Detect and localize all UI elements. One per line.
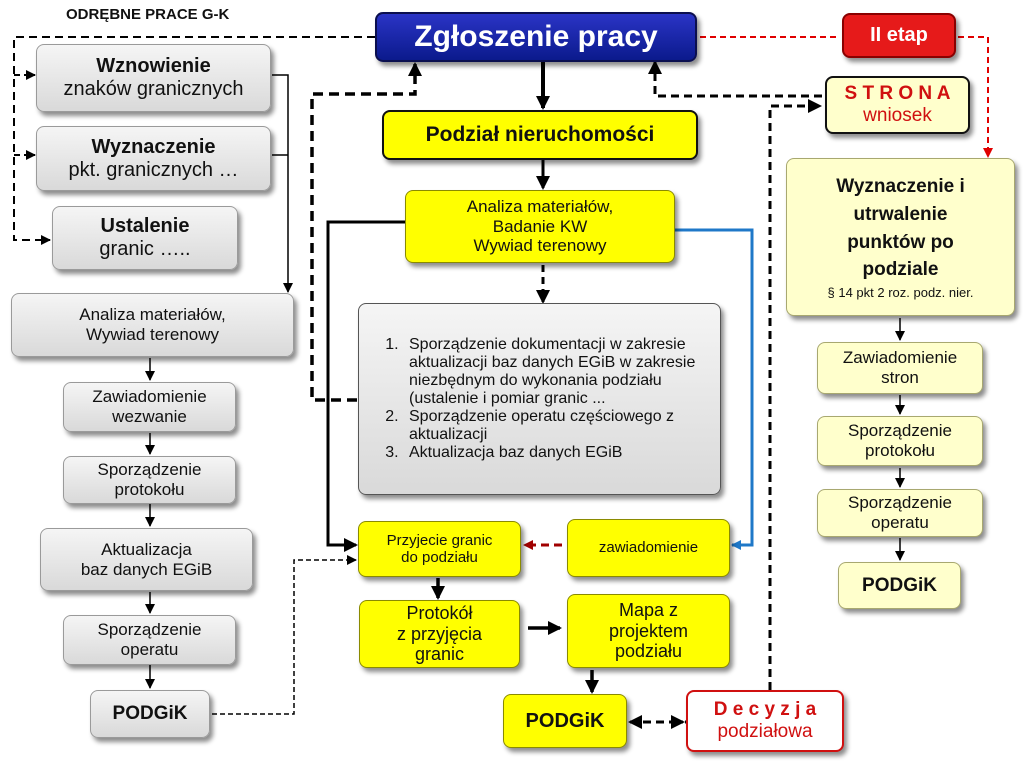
wznowienie-box: Wznowienie znaków granicznych <box>36 44 271 112</box>
strona-sub: wniosek <box>863 105 932 126</box>
right-wyznaczenie-label: Wyznaczenie i utrwalenie punktów po podz… <box>836 176 965 281</box>
strona-title: S T R O N A <box>844 83 951 105</box>
podzial-box: Podział nieruchomości <box>382 110 698 160</box>
connector-analiza-przyjecie <box>326 220 405 552</box>
right-zawiadomienie-box: Zawiadomienie stron <box>817 342 983 394</box>
center-analiza-box: Analiza materiałów, Badanie KW Wywiad te… <box>405 190 675 263</box>
steps-list: Sporządzenie dokumentacji w zakresie akt… <box>359 336 720 461</box>
right-operat-box: Sporządzenie operatu <box>817 489 983 537</box>
przyjecie-label: Przyjecie granic do podziału <box>386 531 493 566</box>
left-zawiadomienie-box: Zawiadomienie wezwanie <box>63 382 236 432</box>
right-protokol-box: Sporządzenie protokołu <box>817 416 983 466</box>
steps-box: Sporządzenie dokumentacji w zakresie akt… <box>358 303 721 495</box>
left-protokol-box: Sporządzenie protokołu <box>63 456 236 504</box>
center-protokol-box: Protokół z przyjęcia granic <box>359 600 520 668</box>
etap-label: II etap <box>870 24 928 46</box>
center-zawiadomienie-label: zawiadomienie <box>598 539 699 557</box>
left-operat-box: Sporządzenie operatu <box>63 615 236 665</box>
wznowienie-sub: znaków granicznych <box>63 78 244 100</box>
right-podgik-label: PODGiK <box>862 574 937 596</box>
connector-steps-zgloszenie <box>310 62 422 402</box>
center-analiza-label: Analiza materiałów, Badanie KW Wywiad te… <box>466 197 614 256</box>
wyznaczenie-sub: pkt. granicznych … <box>68 158 239 181</box>
decyzja-title: D e c y z j a <box>713 699 817 721</box>
przyjecie-box: Przyjecie granic do podziału <box>358 521 521 577</box>
decyzja-sub: podziałowa <box>717 721 813 742</box>
strona-box: S T R O N A wniosek <box>825 76 970 134</box>
connector-podgik-przyjecie <box>212 555 357 715</box>
right-podgik-box: PODGiK <box>838 562 961 609</box>
mapa-box: Mapa z projektem podziału <box>567 594 730 668</box>
connector-strona-zgloszenie <box>648 60 822 98</box>
left-protokol-label: Sporządzenie protokołu <box>97 460 202 499</box>
step-2: Sporządzenie operatu częściowego z aktua… <box>403 408 720 444</box>
left-analiza-label: Analiza materiałów, Wywiad terenowy <box>79 305 226 344</box>
wznowienie-title: Wznowienie <box>96 55 211 77</box>
ustalenie-box: Ustalenie granic ….. <box>52 206 238 270</box>
decyzja-box: D e c y z j a podziałowa <box>686 690 844 752</box>
ustalenie-title: Ustalenie <box>100 215 190 237</box>
header-label: ODRĘBNE PRACE G-K <box>66 6 230 23</box>
center-podgik-box: PODGiK <box>503 694 627 748</box>
connector-blue <box>675 228 754 550</box>
right-wyznaczenie-note: § 14 pkt 2 roz. podz. nier. <box>827 284 974 300</box>
podzial-label: Podział nieruchomości <box>425 122 655 146</box>
center-protokol-label: Protokół z przyjęcia granic <box>396 602 483 665</box>
right-wyznaczenie-box: Wyznaczenie i utrwalenie punktów po podz… <box>786 158 1015 316</box>
right-operat-label: Sporządzenie operatu <box>848 493 952 532</box>
right-protokol-label: Sporządzenie protokołu <box>848 421 952 460</box>
right-zawiadomienie-label: Zawiadomienie stron <box>842 348 958 387</box>
step-1: Sporządzenie dokumentacji w zakresie akt… <box>403 336 720 408</box>
step-3: Aktualizacja baz danych EGiB <box>403 444 720 462</box>
wyznaczenie-title: Wyznaczenie <box>91 135 216 158</box>
zgloszenie-pracy-box: Zgłoszenie pracy <box>375 12 697 62</box>
center-podgik-label: PODGiK <box>525 709 605 732</box>
ustalenie-sub: granic ….. <box>99 238 191 260</box>
center-zawiadomienie-box: zawiadomienie <box>567 519 730 577</box>
left-analiza-box: Analiza materiałów, Wywiad terenowy <box>11 293 294 357</box>
left-aktualizacja-label: Aktualizacja baz danych EGiB <box>80 539 213 579</box>
connector-red-right <box>958 36 993 158</box>
wyznaczenie-box: Wyznaczenie pkt. granicznych … <box>36 126 271 191</box>
left-podgik-label: PODGiK <box>112 703 188 725</box>
zgloszenie-pracy-label: Zgłoszenie pracy <box>414 19 658 53</box>
left-podgik-box: PODGiK <box>90 690 210 738</box>
left-operat-label: Sporządzenie operatu <box>97 620 202 659</box>
left-aktualizacja-box: Aktualizacja baz danych EGiB <box>40 528 253 591</box>
etap-box: II etap <box>842 13 956 58</box>
connector-top-left <box>13 36 375 245</box>
connector-bracket <box>272 74 293 293</box>
mapa-label: Mapa z projektem podziału <box>608 599 689 662</box>
left-zawiadomienie-label: Zawiadomienie wezwanie <box>92 387 207 426</box>
